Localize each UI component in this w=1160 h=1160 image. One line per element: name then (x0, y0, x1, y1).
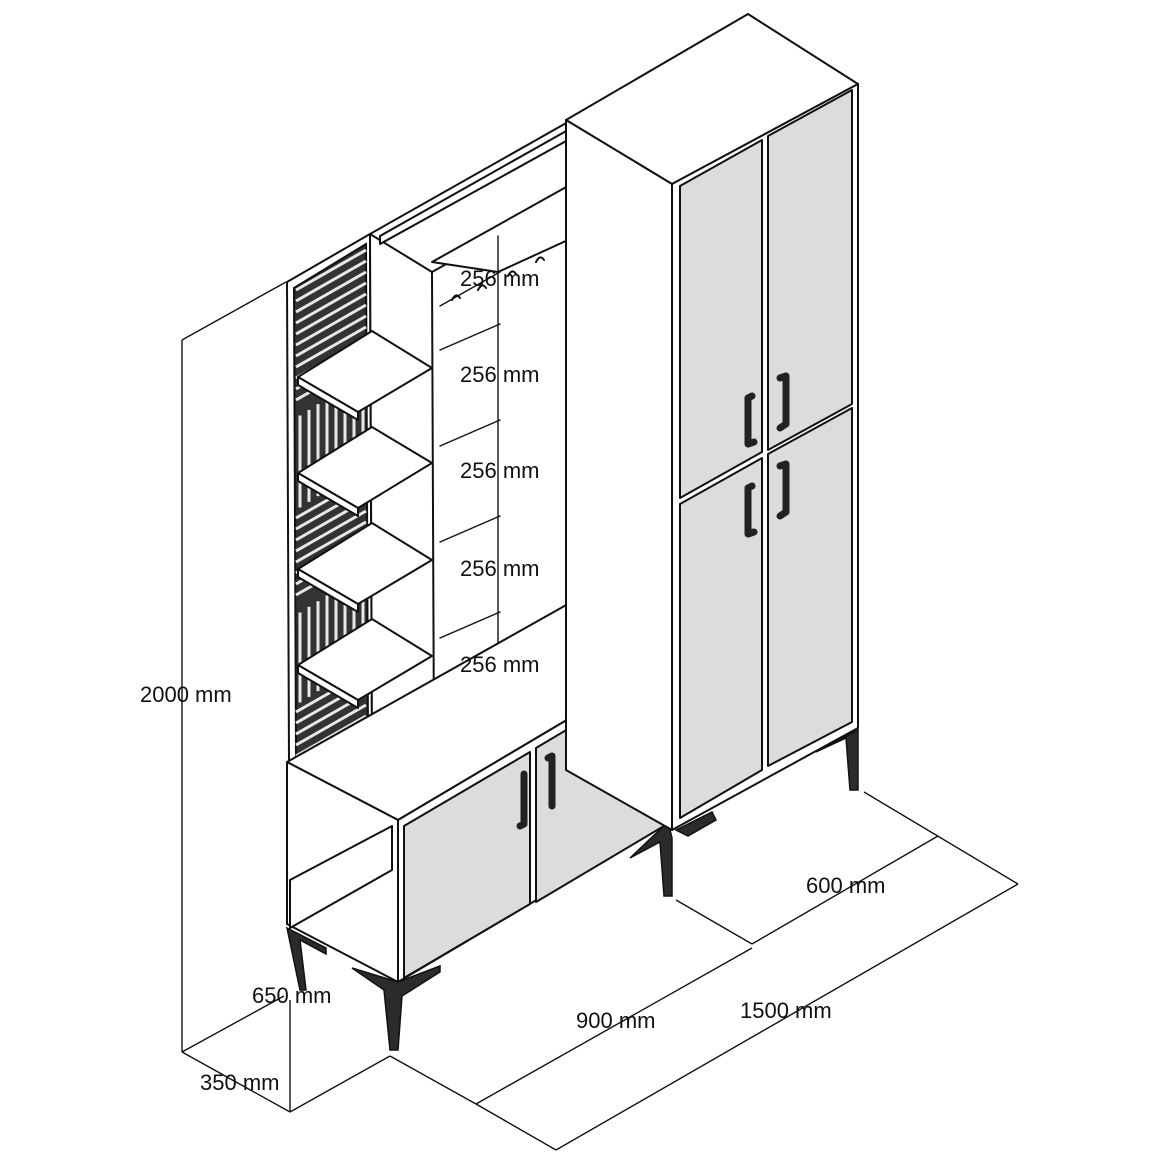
bench-legs (285, 820, 673, 1051)
label-width-total: 1500 mm (740, 998, 832, 1023)
label-shelf-spacing-1: 256 mm (460, 266, 539, 291)
slat-horizontal (295, 520, 367, 564)
slat-horizontal (295, 292, 367, 336)
label-shelf-spacing-4: 256 mm (460, 556, 539, 581)
slat-horizontal (295, 270, 367, 314)
slat-horizontal (295, 314, 367, 358)
slat-horizontal (295, 509, 367, 553)
slat-horizontal (295, 703, 367, 747)
label-shelf-spacing-3: 256 mm (460, 458, 539, 483)
label-shelf-spacing-2: 256 mm (460, 362, 539, 387)
shelf-spacing-guides (439, 235, 501, 721)
label-depth-side: 350 mm (200, 1070, 279, 1095)
dimension-lines (181, 281, 1019, 1151)
slatted-column (286, 233, 373, 791)
label-depth-wardrobe: 600 mm (806, 873, 885, 898)
floating-shelves (297, 330, 433, 709)
slat-horizontal (295, 259, 367, 303)
wardrobe (565, 13, 859, 831)
label-shelf-spacing-5: 256 mm (460, 652, 539, 677)
label-width-bench: 900 mm (576, 1008, 655, 1033)
label-bench-height: 650 mm (252, 983, 331, 1008)
dimension-labels: 2000 mm 350 mm 650 mm 900 mm 1500 mm 600… (140, 266, 885, 1095)
slat-horizontal (295, 281, 367, 325)
slat-horizontal (295, 325, 367, 369)
slat-horizontal (295, 303, 367, 347)
label-height-total: 2000 mm (140, 682, 232, 707)
wardrobe-legs (674, 728, 859, 837)
slat-horizontal (295, 248, 367, 292)
